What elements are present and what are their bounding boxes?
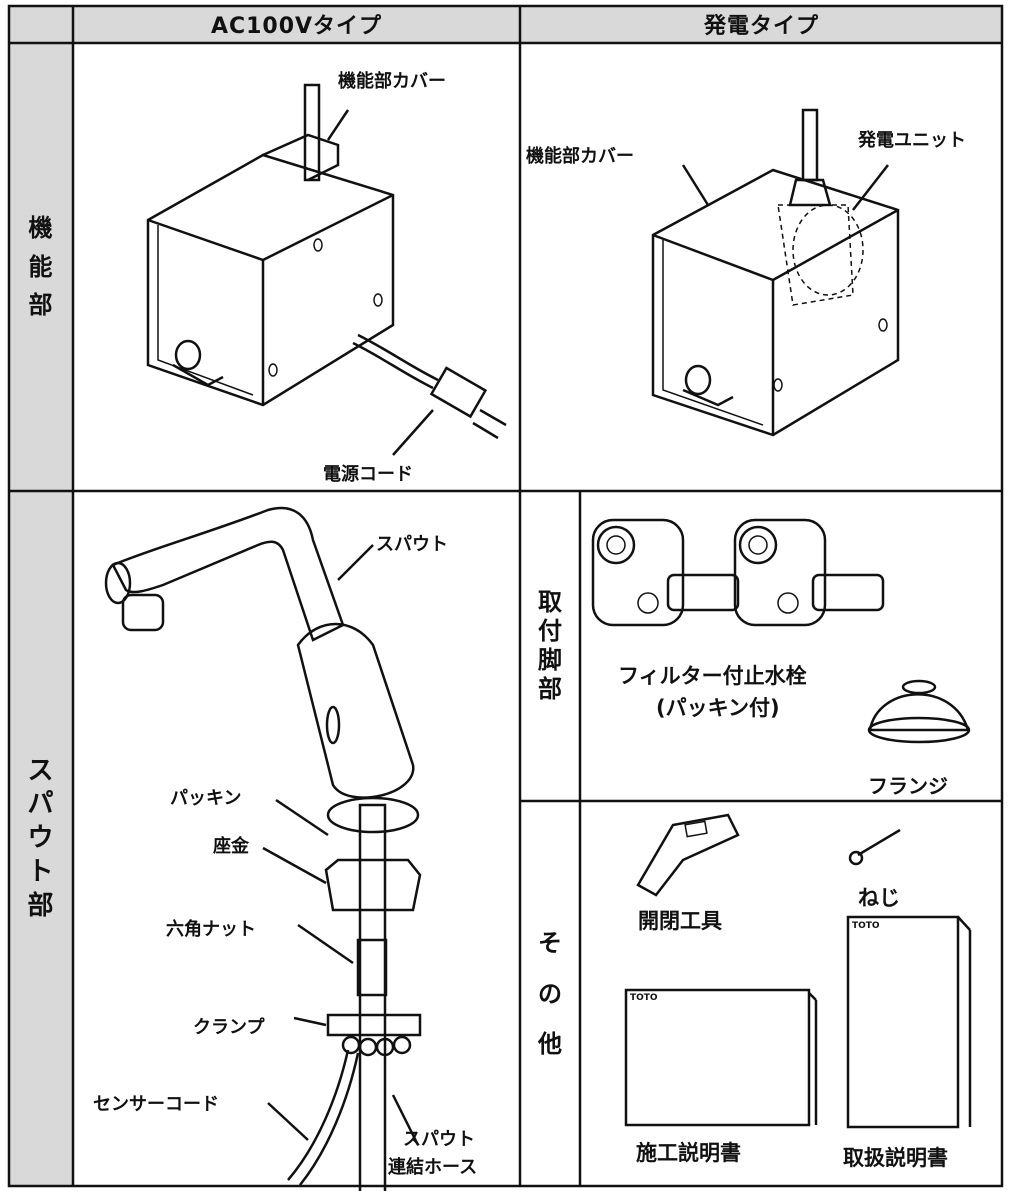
ac100v-power-cord xyxy=(352,333,507,440)
header-ac100v: AC100Vタイプ xyxy=(73,5,520,43)
row-label-other: その他 xyxy=(538,929,562,1059)
nut-label: 六角ナット xyxy=(166,919,256,940)
hose-label-1: スパウト xyxy=(403,1129,475,1150)
user-manual xyxy=(846,915,972,1129)
washer-label: 座金 xyxy=(213,836,249,857)
install-manual-label: 施工説明書 xyxy=(636,1141,741,1165)
generator-box xyxy=(651,108,900,437)
generator-unit-drawing xyxy=(651,108,900,437)
ac100v-cover-label: 機能部カバー xyxy=(338,71,446,92)
flange-label: フランジ xyxy=(868,774,948,798)
spout xyxy=(104,506,415,799)
generator-unit-label: 発電ユニット xyxy=(858,130,966,151)
screw xyxy=(848,828,901,866)
corner-cell xyxy=(8,5,73,43)
install-manual-brand: TOTO xyxy=(630,993,658,1003)
hose-label-2: 連結ホース xyxy=(388,1157,478,1178)
spout-drawing xyxy=(104,506,422,1191)
ac100v-cord-label: 電源コード xyxy=(323,464,413,485)
spout-shank xyxy=(287,796,422,1191)
row-label-function-unit: 機能部 xyxy=(8,43,73,491)
tool-label: 開閉工具 xyxy=(638,909,722,933)
ac100v-unit-drawing xyxy=(146,83,507,456)
user-manual-brand: TOTO xyxy=(852,921,880,931)
generator-cover-label: 機能部カバー xyxy=(526,146,634,167)
table-grid xyxy=(7,4,1004,1188)
header-generator: 発電タイプ xyxy=(520,5,1003,43)
tool xyxy=(636,813,740,897)
mount-drawing xyxy=(591,518,971,744)
parts-table: AC100Vタイプ 発電タイプ 機能部 スパウト部 取付脚部 その他 xyxy=(7,4,1004,1191)
stop-valve-2 xyxy=(733,518,885,627)
install-manual xyxy=(624,988,818,1127)
sensor-cord-label: センサーコード xyxy=(93,1094,219,1115)
flange xyxy=(867,679,971,744)
packing-label: パッキン xyxy=(170,788,242,809)
spout-label: スパウト xyxy=(376,534,448,555)
row-label-mount: 取付脚部 xyxy=(538,588,562,703)
user-manual-label: 取扱説明書 xyxy=(843,1146,948,1170)
other-drawing xyxy=(624,813,972,1129)
row-label-spout: スパウト部 xyxy=(8,491,73,1187)
screw-label: ねじ xyxy=(858,886,900,910)
stop-valve-1 xyxy=(591,518,740,627)
valve-label-2: (パッキン付) xyxy=(656,696,780,720)
ac100v-box xyxy=(146,83,395,407)
valve-label-1: フィルター付止水栓 xyxy=(618,664,807,688)
clamp-label: クランプ xyxy=(193,1017,265,1038)
